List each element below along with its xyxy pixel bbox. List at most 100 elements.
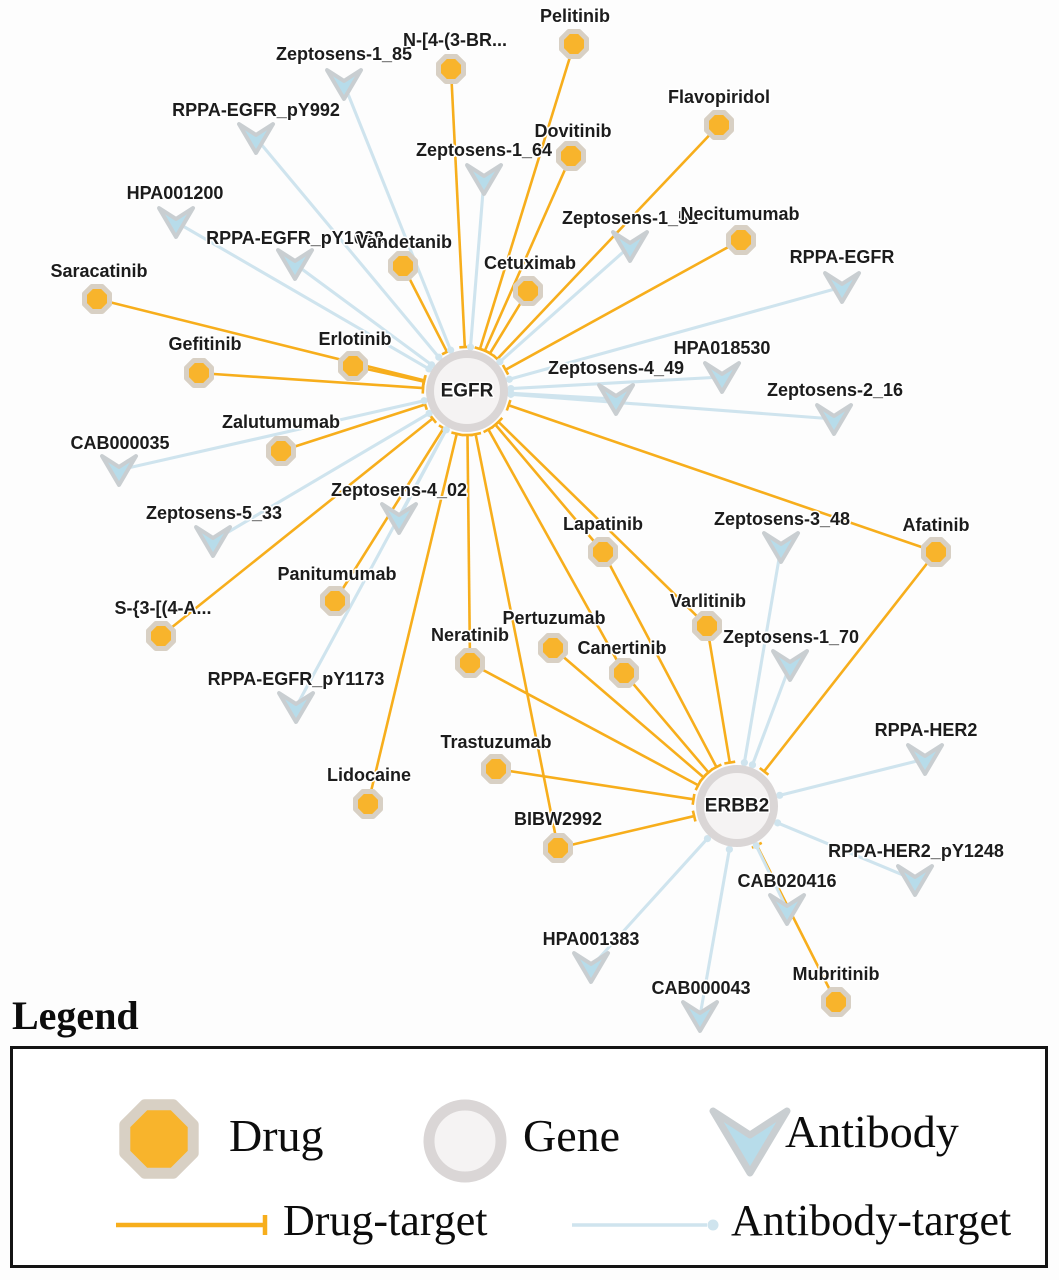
drug-node: [538, 633, 568, 663]
gene-label: EGFR: [441, 381, 494, 402]
node-label: Necitumumab: [680, 204, 799, 224]
antibody-target-edge: [175, 220, 430, 371]
antibody-target-dot: [425, 409, 433, 417]
drug-target-tee: [691, 810, 697, 822]
edge-layer: [96, 43, 938, 1017]
antibody-target-dot: [752, 841, 760, 850]
antibody-target-legend-label: Antibody-target: [731, 1196, 1012, 1245]
drug-target-edge: [280, 403, 426, 453]
node-label: Mubritinib: [793, 964, 880, 984]
drug-target-edge: [474, 433, 560, 849]
antibody-node: [572, 951, 610, 984]
node-label: Panitumumab: [277, 564, 396, 584]
drug-node: [320, 586, 350, 616]
antibody-target-edge: [212, 412, 430, 543]
antibody-target-dot: [496, 358, 504, 366]
antibody-node: [194, 525, 232, 558]
node-label: RPPA-HER2: [875, 720, 978, 740]
node-label: Zeptosens-3_48: [714, 509, 850, 529]
drug-node: [588, 537, 618, 567]
drug-target-edge: [494, 423, 604, 553]
node-label: Vandetanib: [356, 232, 452, 252]
drug-target-tee: [493, 416, 504, 427]
antibody-target-dot: [774, 819, 782, 827]
label-layer: Zeptosens-1_85RPPA-EGFR_pY992HPA001200RP…: [49, 5, 1005, 1000]
drug-node: [513, 276, 543, 306]
drug-legend-label: Drug: [229, 1110, 324, 1161]
antibody-target-dot: [428, 361, 436, 369]
drug-target-edge: [623, 672, 710, 774]
drug-target-edge: [495, 767, 694, 801]
drug-target-edge: [763, 551, 938, 773]
node-label: RPPA-EGFR: [790, 247, 895, 267]
node-label: Saracatinib: [50, 261, 147, 281]
node-label: Zeptosens-1_85: [276, 44, 412, 64]
gene-legend-label: Gene: [523, 1110, 621, 1161]
drug-target-legend-line: [116, 1215, 268, 1235]
drug-target-tee: [724, 760, 736, 765]
drug-node: [82, 284, 112, 314]
antibody-node: [276, 248, 314, 281]
antibody-target-edge: [342, 83, 453, 351]
drug-target-tee: [482, 425, 494, 434]
antibody-node: [768, 893, 806, 926]
drug-target-tee: [694, 779, 702, 791]
antibody-node: [906, 743, 944, 776]
drug-node: [184, 358, 214, 388]
drug-target-tee: [759, 766, 770, 776]
gene-legend-icon: [423, 1099, 507, 1183]
antibody-node: [380, 502, 418, 535]
antibody-target-edge: [754, 844, 789, 910]
antibody-node: [815, 403, 853, 436]
drug-target-edge: [487, 428, 626, 674]
node-label: Zeptosens-4_02: [331, 480, 467, 500]
drug-target-tee: [451, 431, 463, 437]
antibody-target-dot: [740, 759, 748, 767]
antibody-target-edge: [468, 178, 486, 348]
drug-target-edge: [469, 661, 699, 787]
node-label: Gefitinib: [169, 334, 242, 354]
drug-target-edge: [466, 434, 472, 664]
drug-target-tee: [703, 767, 714, 778]
drug-target-tee: [421, 375, 427, 388]
antibody-legend-icon: [709, 1107, 791, 1177]
node-label: HPA001383: [543, 929, 640, 949]
antibody-target-edge: [777, 821, 916, 882]
node-label: CAB000043: [651, 978, 750, 998]
drug-target-tee: [691, 793, 696, 805]
node-label: CAB020416: [737, 871, 836, 891]
antibody-node: [896, 864, 934, 897]
antibody-node: [100, 454, 138, 487]
drug-target-edge: [449, 68, 467, 348]
antibody-node: [465, 163, 503, 196]
node-label: Pelitinib: [540, 6, 610, 26]
antibody-target-dot: [466, 343, 475, 351]
antibody-target-edge: [294, 428, 448, 708]
antibody-node: [157, 206, 195, 239]
drug-node: [353, 789, 383, 819]
antibody-target-edge: [508, 285, 843, 381]
node-label: Trastuzumab: [440, 732, 551, 752]
drug-node: [704, 110, 734, 140]
antibody-target-dot: [703, 834, 712, 843]
drug-target-tee: [484, 349, 496, 358]
drug-target-edge: [496, 124, 720, 360]
drug-target-legend-label: Drug-target: [283, 1196, 488, 1245]
node-label: Zeptosens-1_51: [562, 208, 698, 228]
gene-label: ERBB2: [705, 796, 769, 817]
drug-target-tee: [501, 364, 510, 376]
node-label: Pertuzumab: [502, 608, 605, 628]
drug-target-edge: [478, 43, 576, 350]
antibody-target-dot: [507, 390, 515, 398]
antibody-target-edge: [510, 392, 835, 421]
antibody-target-edge: [498, 244, 632, 363]
node-label: Dovitinib: [535, 121, 612, 141]
antibody-node: [771, 649, 809, 682]
antibody-target-dot: [420, 397, 428, 405]
node-label: N-[4-(3-BR...: [403, 30, 507, 50]
drug-target-edge: [483, 155, 573, 352]
antibody-target-edge: [698, 849, 731, 1017]
node-label: HPA018530: [674, 338, 771, 358]
